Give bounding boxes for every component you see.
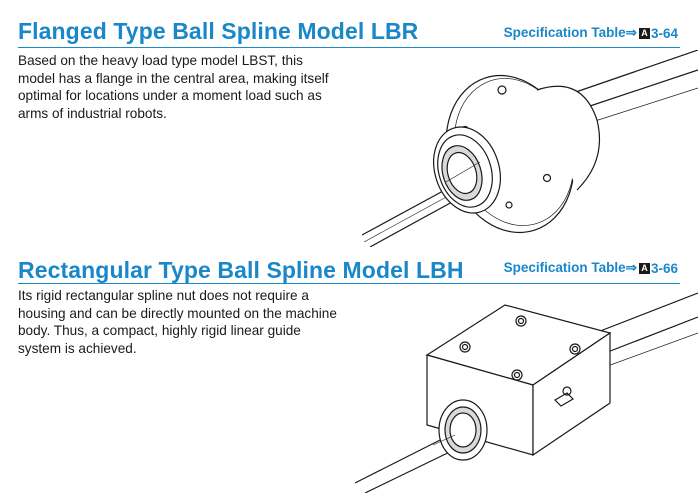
rectangular-ball-spline-illustration	[355, 292, 698, 493]
section-title: Flanged Type Ball Spline Model LBR	[18, 18, 419, 44]
spec-table-link[interactable]: Specification Table⇒ A 3-64	[504, 25, 678, 41]
section-lbr: Flanged Type Ball Spline Model LBR Speci…	[18, 18, 698, 247]
section-description: Based on the heavy load type model LBST,…	[18, 53, 329, 121]
a-badge-icon: A	[638, 262, 650, 274]
spec-table-label: Specification Table⇒	[503, 260, 637, 275]
spec-table-label: Specification Table⇒	[503, 25, 637, 40]
section-description: Its rigid rectangular spline nut does no…	[18, 288, 337, 356]
spec-table-page: 3-64	[650, 25, 678, 41]
title-rule	[18, 283, 680, 284]
spec-table-link[interactable]: Specification Table⇒ A 3-66	[504, 260, 678, 276]
section-lbh: Rectangular Type Ball Spline Model LBH S…	[0, 247, 698, 493]
section-title: Rectangular Type Ball Spline Model LBH	[18, 257, 464, 283]
flanged-ball-spline-illustration	[361, 50, 698, 247]
title-rule	[18, 47, 680, 48]
a-badge-icon: A	[638, 27, 650, 39]
spec-table-page: 3-66	[650, 260, 678, 276]
